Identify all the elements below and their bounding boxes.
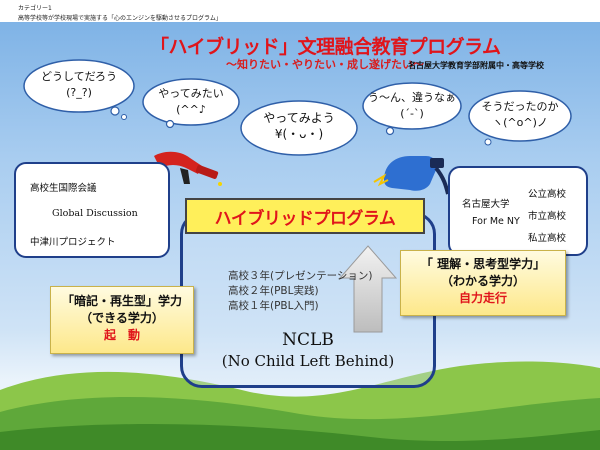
thought-bubble: う～ん、違うなぁ (´-`) [360,80,464,136]
rote-learning-panel: 「暗記・再生型」学力 （できる学力） 起 動 [50,286,194,354]
panel-keyword: 起 動 [103,328,140,342]
bubble-line: どうしてだろう [40,70,117,83]
thought-bubble: やってみたい (^^♪ [140,76,242,130]
school-name: 名古屋大学教育学部附属中・高等学校 [408,61,544,70]
bubble-line: う～ん、違うなぁ [368,91,456,104]
up-arrow-icon [338,245,398,333]
partner-label: 公立高校 [528,189,567,200]
understanding-panel: 「 理解・思考型学力」 （わかる学力） 自力走行 [400,250,566,316]
partner-label: 名古屋大学 [462,199,510,210]
activity-label: 高校生国際会議 [30,183,97,194]
left-activities-box: 高校生国際会議 Global Discussion 中津川プロジェクト [14,162,170,258]
fuel-nozzle-icon [154,151,222,186]
panel-subheading: （わかる学力） [440,274,525,288]
bubble-line: やってみよう [263,111,335,125]
panel-heading: 「 理解・思考型学力」 [420,257,546,271]
panel-heading: 「暗記・再生型」学力 [61,294,182,308]
panel-keyword: 自力走行 [458,291,507,305]
bubble-line: そうだったのか [481,100,559,113]
partner-label: 市立高校 [528,211,567,222]
grade-item: 高校３年(プレゼンテーション) [228,270,373,282]
bubble-face: ¥(・ᴗ・) [274,127,324,141]
thought-bubble: そうだったのか ヽ(^o^)ノ [466,88,574,146]
hybrid-program-label: ハイブリッドプログラム [185,198,425,234]
grade-item: 高校２年(PBL実践) [228,285,319,297]
partner-label: 私立高校 [528,233,567,244]
bubble-face: ヽ(^o^)ノ [492,116,548,129]
bubble-face: (^^♪ [176,103,206,116]
central-frame [180,212,436,388]
thought-bubble: どうしてだろう (?_?) [20,58,138,120]
subtitle: ～知りたい・やりたい・成し遂げたい～ [226,58,424,71]
partner-label: For Me NY [472,216,520,227]
category-label: カテゴリー1 [18,5,52,12]
bubble-face: (?_?) [66,86,92,99]
panel-subheading: （できる学力） [80,311,164,325]
right-partners-box: 名古屋大学 公立高校 For Me NY 市立高校 私立高校 [448,166,588,256]
thought-bubble: やってみよう ¥(・ᴗ・) [238,98,360,158]
bubble-line: やってみたい [158,87,224,100]
main-title: 「ハイブリッド」文理融合教育プログラム [150,36,501,58]
ev-charger-plug-icon [373,156,450,195]
activity-label: Global Discussion [52,208,138,219]
bubble-face: (´-`) [400,107,424,120]
nclb-subtitle: (No Child Left Behind) [221,352,395,370]
grade-item: 高校１年(PBL入門) [228,300,319,312]
activity-label: 中津川プロジェクト [30,237,116,248]
header-caption: 高等学校等が学校現場で実施する「心のエンジンを駆動させるプログラム」 [18,15,222,22]
nclb-title: NCLB [282,330,334,350]
